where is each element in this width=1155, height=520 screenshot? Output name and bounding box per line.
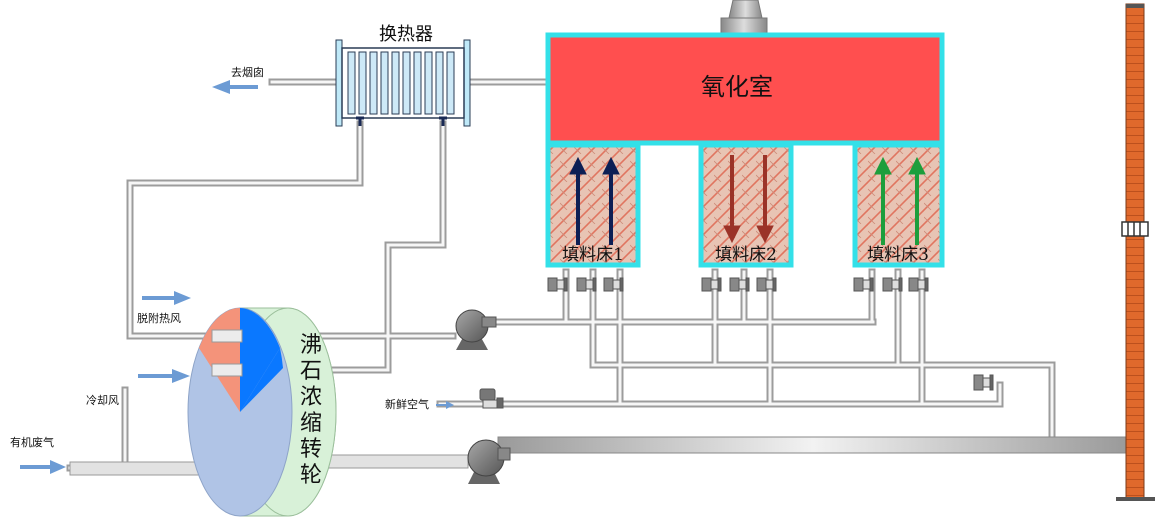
arrow-icon	[436, 401, 454, 409]
valve-icon	[603, 277, 624, 292]
bed-2-label: 填料床2	[715, 245, 777, 265]
valve-icon	[756, 277, 777, 292]
packed-bed-2: 填料床2	[698, 142, 794, 268]
desorption-hot-air-label: 脱附热风	[137, 311, 181, 325]
valve-icon	[973, 374, 994, 391]
pipe-network	[66, 78, 1129, 476]
organic-waste-gas-label: 有机废气	[10, 435, 54, 449]
cooling-air-label: 冷却风	[86, 394, 119, 407]
packed-bed-3: 填料床3	[852, 142, 945, 268]
to-chimney-label: 去烟囱	[231, 65, 264, 79]
heat-exchanger: 换热器	[335, 24, 471, 127]
wheel-title-char: 轮	[300, 463, 322, 488]
fan-icon	[467, 439, 511, 484]
arrow-icon	[142, 291, 191, 305]
zeolite-rotor-wheel: 沸 石 浓 缩 转 轮	[187, 307, 337, 517]
valve-icon	[701, 277, 722, 292]
chimney-icon	[1116, 3, 1155, 501]
valve-icon	[882, 277, 903, 292]
valve-icon	[547, 277, 568, 292]
arrow-icon	[20, 460, 66, 474]
flow-arrows	[20, 80, 454, 474]
wheel-title-char: 沸	[300, 333, 322, 358]
arrow-icon	[138, 369, 190, 383]
oxidation-chamber-label: 氧化室	[701, 73, 773, 101]
oxidation-chamber: 氧化室	[545, 0, 945, 146]
wheel-title-char: 浓	[300, 385, 322, 410]
packed-bed-1: 填料床1	[545, 142, 641, 268]
valve-icon	[576, 277, 597, 292]
arrow-icon	[212, 80, 258, 94]
wheel-title-char: 转	[300, 437, 322, 462]
valve-icon	[853, 277, 874, 292]
bed-3-label: 填料床3	[867, 245, 929, 265]
fresh-air-label: 新鲜空气	[385, 397, 429, 411]
valve-icon	[479, 388, 504, 409]
wheel-title-char: 缩	[300, 411, 322, 436]
valve-icon	[908, 277, 929, 292]
valve-icon	[729, 277, 750, 292]
bed-1-label: 填料床1	[562, 245, 624, 265]
valve-row	[479, 277, 994, 409]
heat-exchanger-label: 换热器	[379, 24, 433, 45]
wheel-title-char: 石	[300, 359, 322, 384]
fan-icon	[455, 309, 497, 350]
